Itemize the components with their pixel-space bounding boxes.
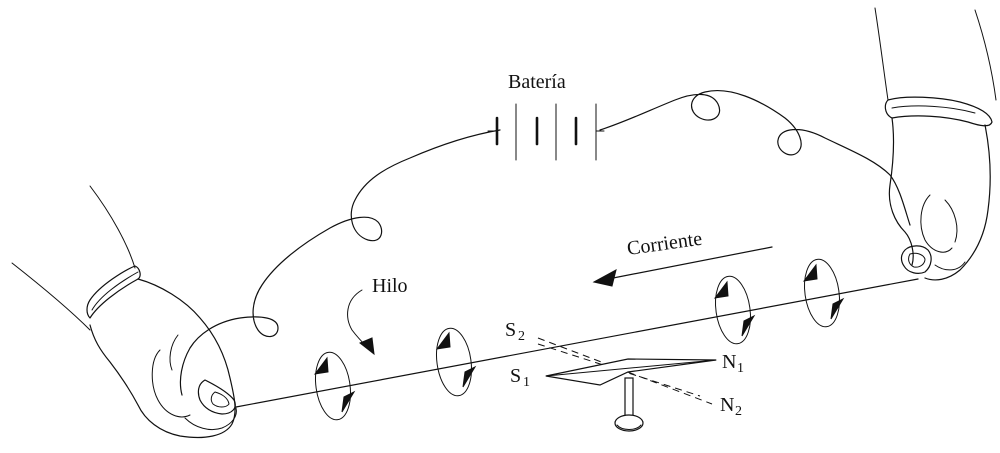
pole-n2-letter: N [720,394,734,416]
left-sleeve-upper-edge [89,185,136,269]
wire-pointer [347,289,375,356]
right-sleeve-right-edge [974,9,997,101]
compass-needle-original [545,358,717,386]
left-lower-fingers [184,407,237,431]
field-loop-1 [313,351,356,421]
compass-base-shadow [616,424,642,430]
pole-label-s2: S 2 [505,319,525,344]
current-arrow [592,246,773,287]
compass-base [614,414,644,432]
current-label: Corriente [626,228,704,260]
wire-pointer-curve [347,289,369,349]
right-lead-wire [599,90,911,226]
right-hand-outline [888,117,991,281]
right-finger-curl [920,194,953,253]
pole-label-s1: S 1 [510,365,530,390]
left-hand-outline [89,278,236,439]
field-loop-4 [802,258,845,328]
field-loop-3-arrow-top [713,280,729,299]
field-loop-3-arrow-bottom [741,314,756,337]
field-loop-2-arrow-bottom [462,365,477,388]
left-cuff [86,265,141,319]
right-sleeve-left-edge [874,7,889,101]
pole-n1-subscript: 1 [737,361,744,376]
field-loop-3-ellipse [715,275,751,345]
field-loop-1-arrow-bottom [341,390,356,413]
wire-pointer-head [359,337,375,356]
pole-s1-letter: S [510,365,521,387]
pole-s2-subscript: 2 [518,329,525,344]
left-knuckle [169,334,179,371]
field-loop-2-ellipse [436,327,472,397]
left-lead-wire [179,129,501,396]
field-loop-2 [435,327,477,397]
pole-n2-subscript: 2 [735,404,742,419]
left-hand [11,185,237,439]
left-thumb [197,379,236,415]
pole-s1-subscript: 1 [523,375,530,390]
field-loop-4-arrow-top [802,263,818,282]
pole-n1-letter: N [722,351,736,373]
pole-label-n1: N 1 [722,351,744,376]
pole-label-n2: N 2 [720,394,742,419]
compass-needle-ridge [545,359,717,377]
battery [487,103,605,161]
left-cuff-inner [91,271,139,311]
field-loop-4-ellipse [804,258,840,328]
straight-wire [235,278,919,408]
pole-s2-letter: S [505,319,516,341]
right-hand [874,7,997,281]
left-thumb-nail [210,391,230,408]
left-finger-curl [151,349,191,418]
left-sleeve-lower-edge [11,262,91,331]
field-loop-1-arrow-top [313,356,329,375]
compass-pivot-stem [624,377,634,417]
compass [537,337,717,432]
right-lower-fingers [934,261,966,271]
right-thumb [900,245,932,274]
right-cuff-inner [891,105,976,114]
field-loop-1-ellipse [315,351,351,421]
current-arrow-shaft [607,246,773,280]
battery-label: Batería [508,71,566,93]
field-loop-3 [713,275,756,345]
right-knuckle [944,199,958,243]
field-loop-4-arrow-bottom [830,297,845,320]
right-cuff [884,96,993,127]
current-arrow-head [592,269,617,287]
right-thumb-nail [908,252,926,268]
field-loop-2-arrow-top [435,331,451,350]
wire-label: Hilo [372,275,408,297]
